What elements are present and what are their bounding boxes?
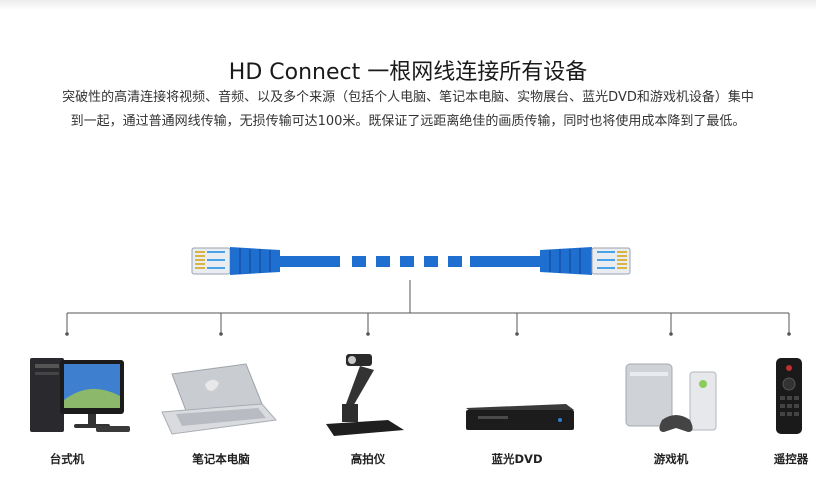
ethernet-cable-icon [191,247,631,275]
device-label-bluray: 蓝光DVD [491,452,543,466]
top-shadow-bar [0,0,816,10]
device-label-remote: 遥控器 [773,452,809,466]
page-title: HD Connect 一根网线连接所有设备 [228,60,588,85]
laptop-icon [161,363,277,435]
game-console-icon [625,363,717,432]
device-label-document-camera: 高拍仪 [350,452,386,466]
connection-tree [66,280,790,333]
remote-control-icon [776,358,802,434]
device-label-game-console: 游戏机 [653,452,689,466]
page-description: 突破性的高清连接将视频、音频、以及多个来源（包括个人电脑、笔记本电脑、实物展台、… [62,90,754,129]
desktop-computer-icon [30,358,130,432]
bluray-player-icon [466,404,574,430]
device-label-desktop: 台式机 [49,452,85,466]
document-camera-icon [326,354,404,436]
device-label-laptop: 笔记本电脑 [192,452,250,466]
